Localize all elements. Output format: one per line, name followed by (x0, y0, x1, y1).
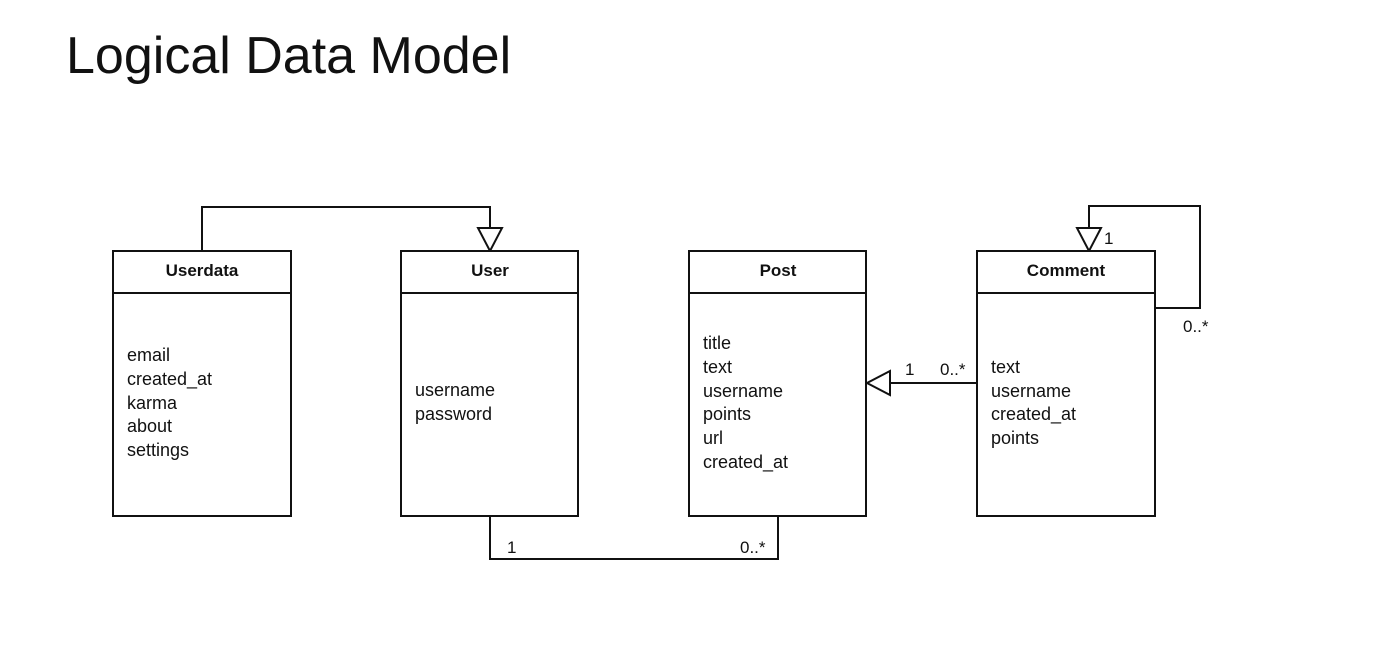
multiplicity-comment-self-target: 0..* (1183, 317, 1209, 336)
entity-attribute: created_at (991, 404, 1076, 425)
multiplicity-comment-self-source: 1 (1104, 229, 1113, 248)
entity-box (400, 250, 579, 517)
entity-box (688, 250, 867, 517)
connector-userdata-user (201, 206, 504, 254)
entity-name: Userdata (166, 261, 239, 280)
entity-attribute: karma (127, 393, 178, 413)
entity-comment: Comment text username created_at points (976, 250, 1156, 517)
entity-attribute: email (127, 345, 170, 365)
entity-attribute: username (415, 380, 495, 400)
entity-attribute: password (415, 404, 492, 424)
entity-user: User username password (400, 250, 579, 517)
entity-attribute: about (127, 416, 172, 436)
entity-name: Comment (1027, 261, 1106, 280)
entity-name: Post (760, 261, 797, 280)
multiplicity-comment-post-target: 0..* (940, 360, 966, 379)
entity-attribute: text (703, 357, 732, 377)
entity-box (112, 250, 292, 517)
entity-name: User (471, 261, 509, 280)
connector-user-post: 1 0..* (489, 516, 779, 560)
multiplicity-user-post-source: 1 (507, 538, 516, 557)
page-title: Logical Data Model (66, 27, 512, 85)
entity-attribute: settings (127, 440, 189, 460)
entity-attribute: created_at (703, 452, 788, 473)
generalization-arrowhead (1075, 227, 1103, 254)
multiplicity-user-post-target: 0..* (740, 538, 766, 557)
multiplicity-comment-post-source: 1 (905, 360, 914, 379)
entity-box (976, 250, 1156, 517)
entity-userdata: Userdata email created_at karma about se… (112, 250, 292, 517)
entity-post: Post title text username points url crea… (688, 250, 867, 517)
connector-comment-post: 1 0..* (864, 360, 977, 397)
entity-attribute: url (703, 428, 723, 448)
entity-attribute: text (991, 357, 1020, 377)
entity-attribute: points (991, 428, 1039, 448)
generalization-arrowhead (476, 227, 504, 254)
entity-attribute: created_at (127, 369, 212, 390)
generalization-arrowhead (864, 369, 891, 397)
entity-attribute: username (991, 381, 1071, 401)
entity-attribute: title (703, 333, 731, 353)
entity-attribute: points (703, 404, 751, 424)
entity-attribute: username (703, 381, 783, 401)
connector-comment-self: 1 0..* (1075, 205, 1209, 336)
